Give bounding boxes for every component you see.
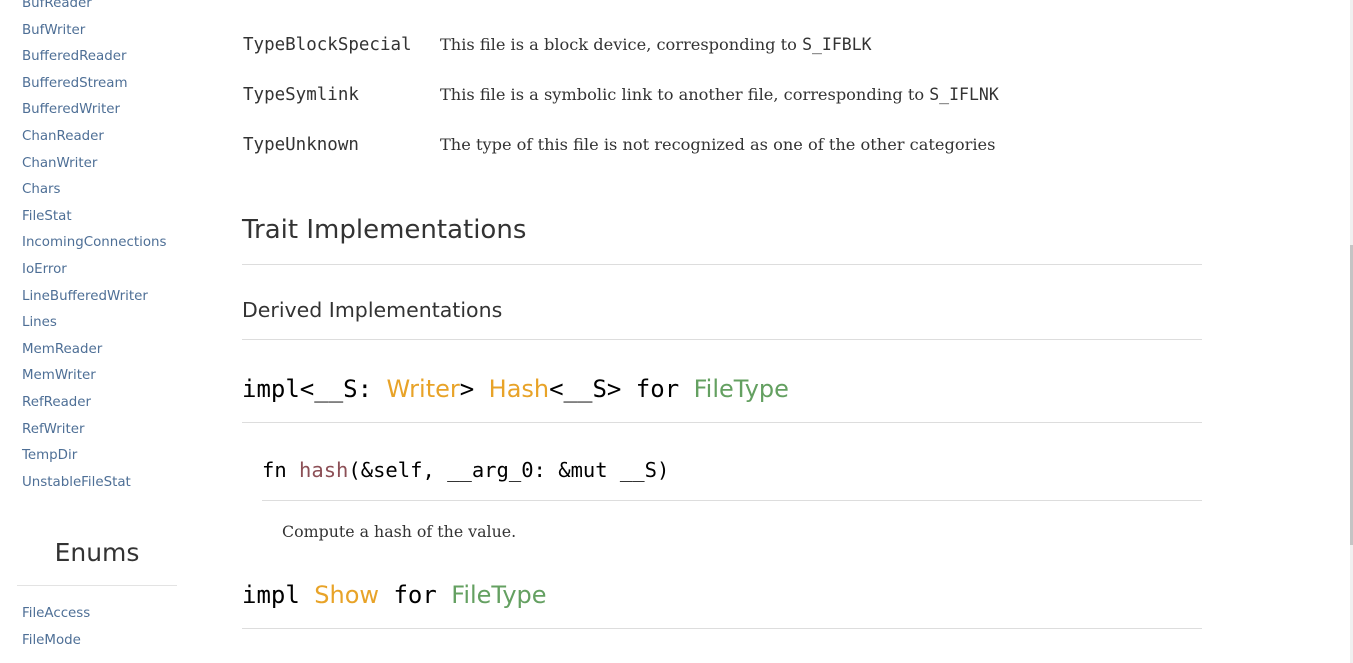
variant-description: The type of this file is not recognized … bbox=[440, 135, 996, 154]
writer-trait-link[interactable]: Writer bbox=[386, 375, 460, 403]
trait-implementations-heading: Trait Implementations bbox=[242, 207, 1202, 265]
show-trait-link[interactable]: Show bbox=[314, 581, 380, 609]
sidebar-struct-link[interactable]: FileStat bbox=[22, 208, 72, 224]
sidebar-struct-link[interactable]: Chars bbox=[22, 182, 61, 198]
sidebar-struct-link[interactable]: MemReader bbox=[22, 341, 103, 357]
sidebar-struct-link[interactable]: IoError bbox=[22, 261, 67, 277]
sidebar-struct-link[interactable]: ChanWriter bbox=[22, 155, 98, 171]
hash-trait-link[interactable]: Hash bbox=[488, 375, 550, 403]
sidebar-struct-link[interactable]: RefReader bbox=[22, 394, 92, 410]
sidebar-struct-link[interactable]: BufferedStream bbox=[22, 75, 128, 91]
enums-heading: Enums bbox=[17, 534, 177, 586]
variant-code: S_IFBLK bbox=[802, 35, 872, 54]
sidebar-struct-link[interactable]: LineBufferedWriter bbox=[22, 288, 148, 304]
sidebar-struct-link[interactable]: UnstableFileStat bbox=[22, 474, 131, 490]
impl-show-heading: impl Show for FileType bbox=[242, 572, 1202, 629]
sidebar-enum-link[interactable]: FileAccess bbox=[22, 606, 91, 621]
sidebar-struct-link[interactable]: BufWriter bbox=[22, 22, 86, 38]
sidebar-struct-link[interactable]: IncomingConnections bbox=[22, 235, 167, 251]
sidebar-struct-link[interactable]: RefWriter bbox=[22, 421, 85, 437]
scrollbar-thumb[interactable] bbox=[1350, 245, 1353, 545]
fn-hash-signature: fn hash(&self, __arg_0: &mut __S) bbox=[262, 451, 1202, 501]
sidebar-enum-link[interactable]: FileMode bbox=[22, 632, 81, 648]
filetype-link[interactable]: FileType bbox=[451, 581, 547, 609]
sidebar-struct-link[interactable]: Lines bbox=[22, 315, 57, 331]
hash-fn-link[interactable]: hash bbox=[299, 458, 349, 482]
cut-off-variant-row bbox=[242, 0, 842, 7]
fn-hash-doc: Compute a hash of the value. bbox=[282, 522, 517, 541]
sidebar-struct-link[interactable]: BufferedReader bbox=[22, 49, 127, 65]
impl-hash-heading: impl<__S: Writer> Hash<__S> for FileType bbox=[242, 366, 1202, 423]
sidebar-struct-link[interactable]: ChanReader bbox=[22, 128, 104, 144]
variant-name: TypeUnknown bbox=[243, 135, 359, 155]
variant-name: TypeBlockSpecial bbox=[243, 35, 412, 55]
sidebar-struct-link[interactable]: BufferedWriter bbox=[22, 102, 120, 118]
main-content: TypeBlockSpecial This file is a block de… bbox=[242, 0, 1202, 663]
derived-implementations-heading: Derived Implementations bbox=[242, 291, 1202, 340]
sidebar-struct-link[interactable]: MemWriter bbox=[22, 368, 96, 384]
page-scrollbar[interactable] bbox=[1350, 0, 1353, 663]
variant-name: TypeSymlink bbox=[243, 85, 359, 105]
variant-description: This file is a block device, correspondi… bbox=[440, 35, 872, 54]
filetype-link[interactable]: FileType bbox=[693, 375, 789, 403]
sidebar-struct-link[interactable]: TempDir bbox=[22, 448, 78, 464]
variant-description: This file is a symbolic link to another … bbox=[440, 85, 999, 104]
sidebar-struct-link[interactable]: BufReader bbox=[22, 0, 92, 11]
variant-code: S_IFLNK bbox=[929, 85, 999, 104]
